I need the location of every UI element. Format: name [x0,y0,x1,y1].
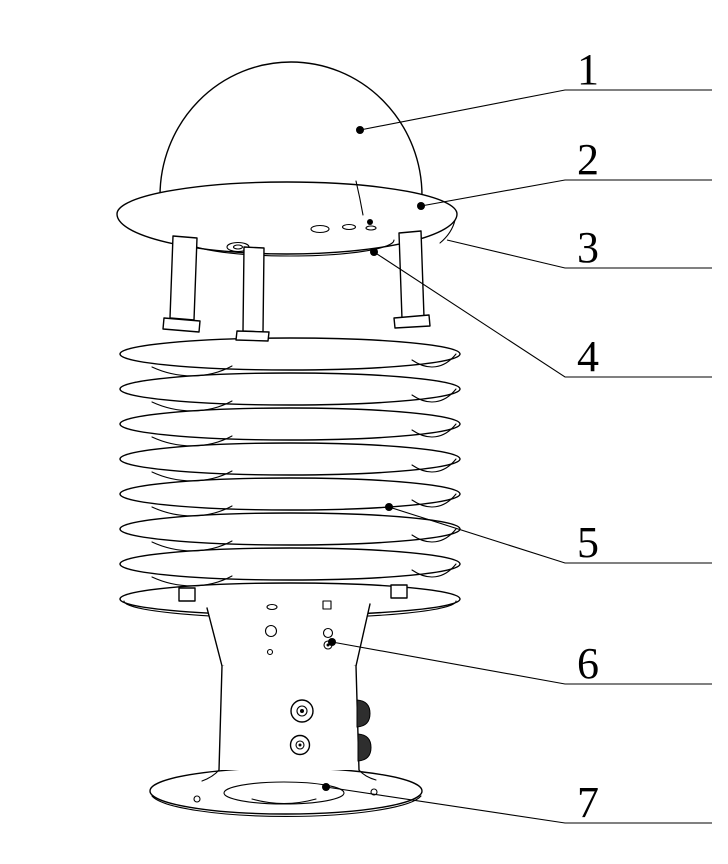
flange-details [193,781,378,805]
body-cylinder [201,665,377,782]
post-center [242,246,265,333]
flange-bottom-rim [151,795,422,817]
louver-plate [119,477,461,511]
taper-led [266,648,274,656]
callouts: 1 2 3 4 5 6 7 [322,45,712,827]
cap-ring-inner-edge [439,219,456,244]
post-left [169,235,198,321]
connector-port-2-pin [298,743,302,747]
callout-4-label: 4 [577,332,599,381]
callout-6-leader-line [331,641,712,685]
post-right [398,230,425,320]
post-center-foot [235,330,270,342]
plate-sensor-2 [341,223,357,231]
callout-5: 5 [385,503,712,567]
louver-stack [119,372,461,619]
dome-outline [159,61,423,197]
louver-plate [119,442,461,476]
clip-right [390,584,408,599]
callout-7: 7 [322,778,712,827]
callout-1-label: 1 [577,45,599,94]
dome-seam-line [355,180,364,216]
body-details [264,600,372,762]
cylinder-flange-join-left [201,769,220,782]
gap-arc [151,470,233,482]
taper-right-edge [355,603,371,667]
louver-plate [119,372,461,406]
louver-stack-top [119,337,461,371]
connector-port-1-inner [296,705,308,717]
callout-6-label: 6 [577,639,599,688]
callout-5-leader-line [388,506,712,564]
callout-5-label: 5 [577,518,599,567]
gap-arc [411,458,457,473]
callout-7-leader-line [325,786,712,824]
gap-arc [411,353,457,368]
callout-2: 2 [417,135,712,210]
taper-button [264,624,278,638]
gap-arc [151,435,233,447]
callout-3-label: 3 [577,223,599,272]
louver-gap-details [151,353,457,587]
flange-recess-inner-arc [251,798,317,804]
post-right-foot [393,314,431,329]
callout-1: 1 [356,45,712,134]
gap-arc [411,493,457,508]
callout-3-leader-line [446,239,712,269]
cylinder-fill [219,666,359,770]
clip-left [178,587,196,602]
flange-mount-hole-right [370,788,378,796]
cylinder-left-edge [218,665,223,771]
callout-6: 6 [328,638,712,688]
gap-arc [411,423,457,438]
side-plug-bottom [357,733,372,762]
callout-4: 4 [370,248,712,381]
louver-plate [119,547,461,581]
base-flange [149,767,423,817]
callout-1-leader-line [359,89,712,131]
louver-plate [119,407,461,441]
gap-arc [151,505,233,517]
callout-2-leader-line [420,179,712,207]
taper-square-port [322,600,332,610]
callout-2-label: 2 [577,135,599,184]
louver-plate [119,337,461,371]
plate-sensor-3 [365,225,377,231]
plate-detail-dot [367,219,373,225]
gap-arc [151,400,233,412]
gap-arc [151,540,233,552]
gap-arc [151,365,233,377]
cylinder-flange-join-right [358,769,377,781]
taper-left-edge [206,607,223,667]
plate-screw-large-inner [232,244,244,250]
gap-arc [151,575,233,587]
flange-mount-hole-left [193,795,201,803]
taper-fill [207,604,370,666]
bottom-disc-clips [178,584,408,602]
connector-port-1-outer [290,699,314,723]
post-left-foot [162,317,201,333]
side-plug-top [356,699,371,728]
gap-arc [411,388,457,403]
gap-arc [411,563,457,578]
callout-4-leader-line [373,251,712,378]
callout-7-label: 7 [577,778,599,827]
louver-plate [119,512,461,546]
plate-sensor-1 [310,224,330,234]
body-taper [206,603,371,672]
support-posts [162,230,431,342]
connector-port-2-inner [295,740,305,750]
antenna-port-top [322,627,334,639]
dome [159,61,423,197]
connector-port-2-outer [289,734,311,756]
device-drawing [116,61,461,817]
callout-3: 3 [446,223,712,272]
taper-vent-hole [266,603,278,611]
flange-top-surface [149,767,423,815]
connector-port-1-pin [300,709,304,713]
gap-arc [411,528,457,543]
